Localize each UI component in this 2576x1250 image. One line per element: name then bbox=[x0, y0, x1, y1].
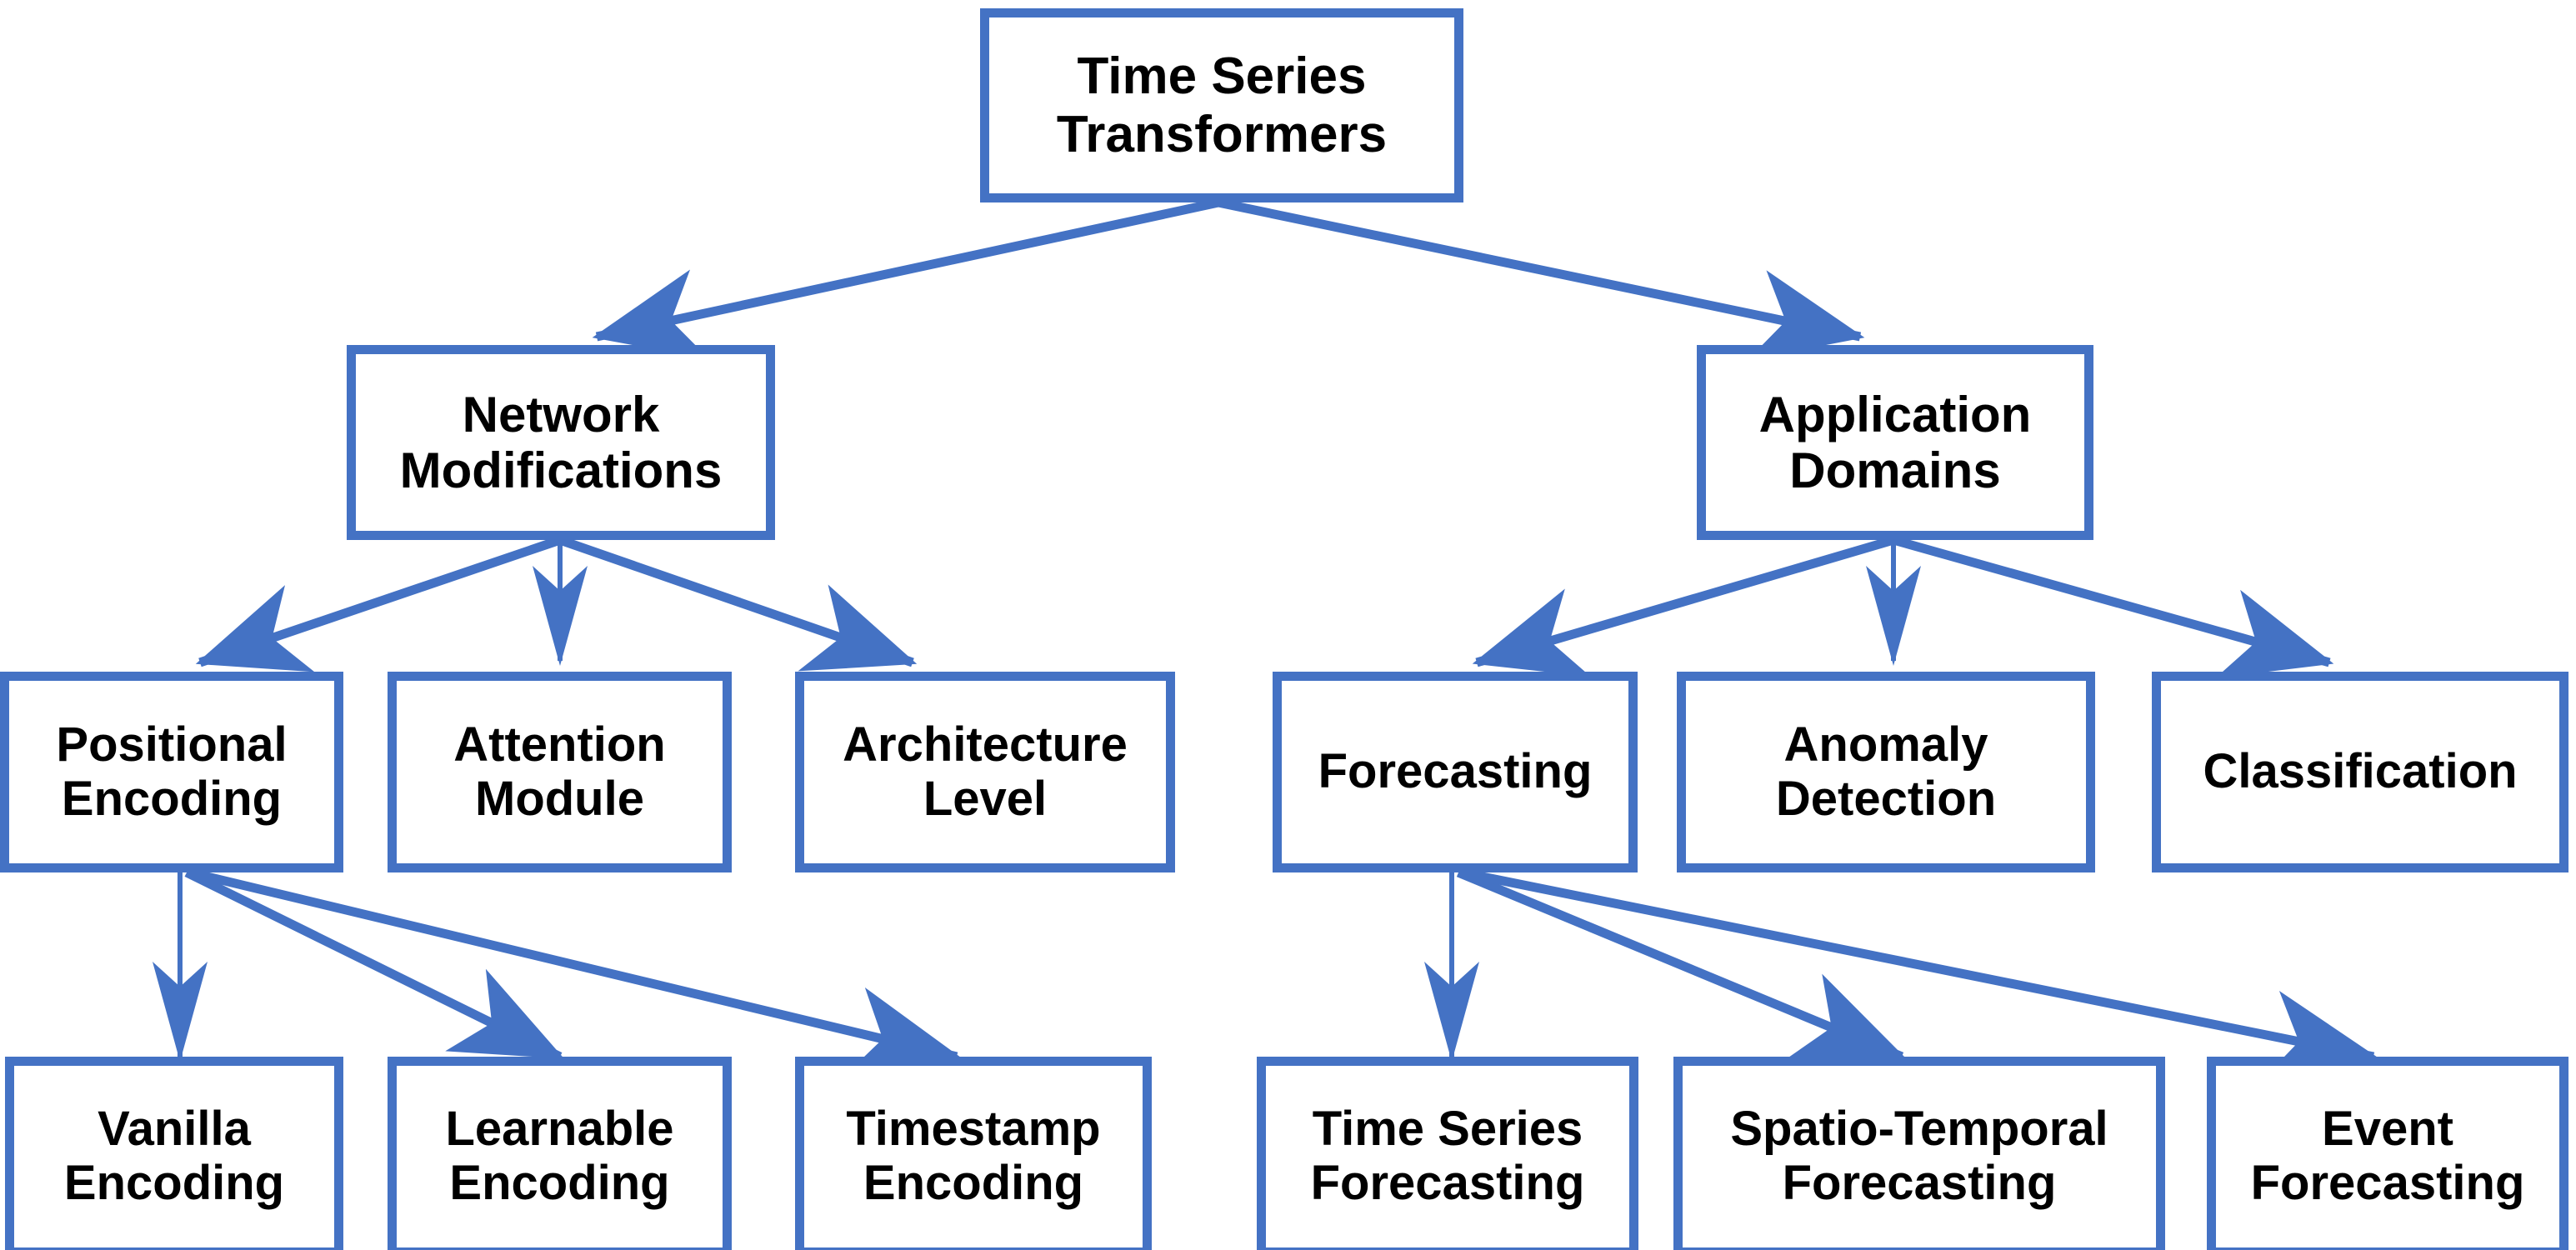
node-positional-encoding[interactable]: Positional Encoding bbox=[0, 672, 343, 872]
node-timestamp-encoding[interactable]: Timestamp Encoding bbox=[795, 1057, 1152, 1250]
node-vanilla-encoding[interactable]: Vanilla Encoding bbox=[5, 1057, 343, 1250]
node-forecasting[interactable]: Forecasting bbox=[1273, 672, 1638, 872]
node-label: Timestamp Encoding bbox=[846, 1102, 1101, 1210]
node-label: Event Forecasting bbox=[2250, 1102, 2525, 1210]
node-label: Network Modifications bbox=[399, 386, 723, 498]
node-label: Architecture Level bbox=[843, 717, 1128, 826]
node-time-series-transformers[interactable]: Time Series Transformers bbox=[980, 8, 1463, 202]
node-label: Time Series Transformers bbox=[1056, 48, 1388, 163]
node-network-modifications[interactable]: Network Modifications bbox=[347, 345, 775, 540]
node-label: Anomaly Detection bbox=[1775, 717, 1997, 826]
node-label: Learnable Encoding bbox=[445, 1102, 674, 1210]
edge-network-modifications-to-positional-encoding bbox=[195, 535, 562, 672]
node-classification[interactable]: Classification bbox=[2152, 672, 2568, 872]
edge-forecasting-to-event-forecasting bbox=[1460, 868, 2378, 1081]
node-event-forecasting[interactable]: Event Forecasting bbox=[2207, 1057, 2568, 1250]
node-label: Time Series Forecasting bbox=[1310, 1102, 1585, 1210]
node-label: Attention Module bbox=[453, 717, 666, 826]
edge-network-modifications-to-architecture-level bbox=[558, 535, 918, 672]
edge-application-domains-to-classification bbox=[1892, 535, 2334, 678]
node-label: Application Domains bbox=[1758, 386, 2032, 498]
edge-root-to-application-domains bbox=[1217, 198, 1865, 360]
node-label: Classification bbox=[2203, 744, 2518, 799]
edge-forecasting-to-spatio-temporal-forecasting bbox=[1456, 868, 1907, 1062]
node-learnable-encoding[interactable]: Learnable Encoding bbox=[388, 1057, 732, 1250]
edge-positional-encoding-to-timestamp-encoding bbox=[188, 868, 962, 1077]
node-architecture-level[interactable]: Architecture Level bbox=[795, 672, 1175, 872]
node-anomaly-detection[interactable]: Anomaly Detection bbox=[1677, 672, 2095, 872]
node-spatio-temporal-forecasting[interactable]: Spatio-Temporal Forecasting bbox=[1673, 1057, 2165, 1250]
edge-application-domains-to-forecasting bbox=[1472, 535, 1895, 678]
edge-root-to-network-modifications bbox=[592, 198, 1220, 360]
node-label: Vanilla Encoding bbox=[63, 1102, 285, 1210]
node-label: Positional Encoding bbox=[56, 717, 288, 826]
node-label: Spatio-Temporal Forecasting bbox=[1730, 1102, 2108, 1210]
node-attention-module[interactable]: Attention Module bbox=[388, 672, 732, 872]
edge-positional-encoding-to-learnable-encoding bbox=[184, 868, 564, 1061]
node-time-series-forecasting[interactable]: Time Series Forecasting bbox=[1257, 1057, 1638, 1250]
node-label: Forecasting bbox=[1318, 744, 1593, 799]
node-application-domains[interactable]: Application Domains bbox=[1697, 345, 2093, 540]
